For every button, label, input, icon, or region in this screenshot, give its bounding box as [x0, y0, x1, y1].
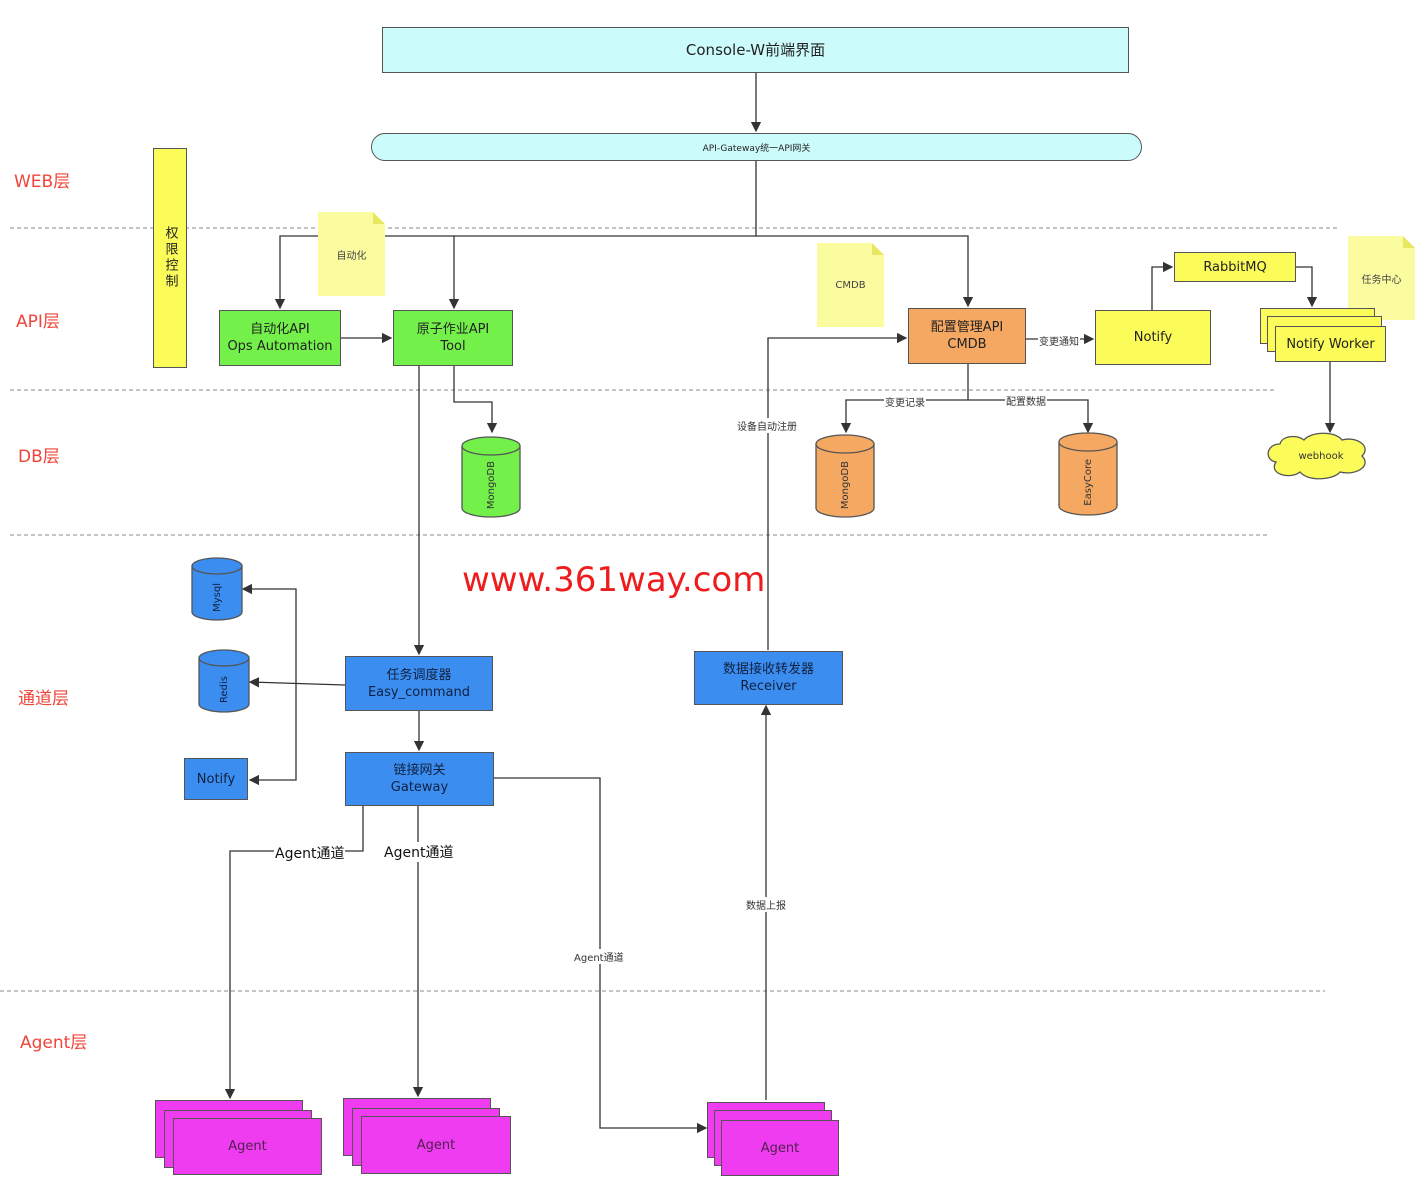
- edge-label-agent-channel-1: Agent通道: [274, 843, 346, 863]
- layer-dividers: [0, 227, 1340, 992]
- webhook-label-wrap: webhook: [1290, 448, 1352, 464]
- link-gateway[interactable]: 链接网关 Gateway: [345, 752, 494, 806]
- tool-title: 原子作业API: [416, 322, 490, 337]
- agent-2[interactable]: Agent: [361, 1116, 511, 1174]
- edge-label-device-register: 设备自动注册: [736, 418, 798, 433]
- permission-control[interactable]: 权限控制: [153, 148, 187, 368]
- task-scheduler[interactable]: 任务调度器 Easy_command: [345, 656, 493, 711]
- link-gateway-subtitle: Gateway: [390, 780, 449, 795]
- db-easycore-label-wrap: EasyCore: [1059, 452, 1117, 512]
- note-task-center-text: 任务中心: [1361, 274, 1402, 286]
- channel-notify[interactable]: Notify: [184, 758, 248, 800]
- console-label: Console-W前端界面: [685, 40, 826, 59]
- notify-api[interactable]: Notify: [1095, 310, 1211, 365]
- ops-automation-api[interactable]: 自动化API Ops Automation: [219, 310, 341, 366]
- note-automation-text: 自动化: [336, 250, 367, 262]
- db-mongodb-cmdb: [815, 434, 875, 518]
- db-mongodb-tool-label-wrap: MongoDB: [462, 455, 520, 515]
- rabbitmq-label: RabbitMQ: [1203, 259, 1267, 275]
- db-redis-label-wrap: Redis: [199, 666, 249, 712]
- console-frontend[interactable]: Console-W前端界面: [382, 27, 1129, 73]
- notify-worker-label: Notify Worker: [1286, 336, 1375, 352]
- data-receiver-subtitle: Receiver: [740, 679, 797, 694]
- notify-api-label: Notify: [1133, 330, 1173, 345]
- db-mongodb-cmdb-label-wrap: MongoDB: [816, 455, 874, 515]
- connector-lines: [224, 73, 1336, 1134]
- agent-2-label: Agent: [416, 1137, 456, 1153]
- db-mysql-label-wrap: Mysql: [192, 574, 242, 620]
- edge-label-agent-channel-2: Agent通道: [383, 842, 455, 862]
- db-mongodb-cmdb-label: MongoDB: [839, 460, 851, 510]
- agent-1[interactable]: Agent: [173, 1118, 322, 1175]
- api-gateway[interactable]: API-Gateway统一API网关: [371, 133, 1142, 161]
- db-redis-label: Redis: [218, 675, 230, 703]
- db-mongodb-tool-label: MongoDB: [485, 460, 497, 510]
- layer-label-web: WEB层: [14, 172, 71, 192]
- tool-subtitle: Tool: [440, 339, 466, 354]
- data-receiver-title: 数据接收转发器: [722, 662, 814, 677]
- agent-3[interactable]: Agent: [721, 1120, 839, 1176]
- db-mysql: [191, 557, 243, 621]
- db-easycore-label: EasyCore: [1082, 458, 1094, 506]
- note-task-center: 任务中心: [1348, 236, 1415, 320]
- channel-notify-label: Notify: [196, 771, 236, 787]
- note-cmdb-text: CMDB: [835, 279, 866, 291]
- edge-label-change-record: 变更记录: [884, 394, 926, 409]
- data-receiver[interactable]: 数据接收转发器 Receiver: [694, 651, 843, 705]
- db-mysql-label: Mysql: [211, 582, 223, 612]
- edge-label-data-report: 数据上报: [745, 897, 787, 912]
- layer-label-channel: 通道层: [18, 689, 69, 709]
- layer-label-api: API层: [16, 312, 60, 332]
- api-gateway-label: API-Gateway统一API网关: [702, 143, 811, 154]
- note-cmdb: CMDB: [817, 243, 884, 327]
- ops-automation-title: 自动化API: [250, 322, 310, 337]
- webhook-cloud: [1267, 432, 1366, 480]
- task-scheduler-title: 任务调度器: [386, 667, 452, 683]
- cmdb-api-title: 配置管理API: [930, 320, 1004, 335]
- rabbitmq[interactable]: RabbitMQ: [1174, 252, 1296, 282]
- edge-label-change-notify: 变更通知: [1038, 333, 1080, 348]
- agent-3-label: Agent: [760, 1140, 800, 1156]
- agent-1-label: Agent: [228, 1139, 267, 1154]
- ops-automation-subtitle: Ops Automation: [227, 339, 333, 354]
- db-redis: [198, 649, 250, 713]
- webhook-label: webhook: [1298, 450, 1344, 462]
- edge-label-agent-channel-3: Agent通道: [573, 949, 625, 964]
- layer-label-agent: Agent层: [20, 1033, 88, 1053]
- permission-label: 权限控制: [162, 226, 178, 290]
- task-scheduler-subtitle: Easy_command: [367, 684, 471, 700]
- layer-label-db: DB层: [18, 447, 60, 467]
- tool-api[interactable]: 原子作业API Tool: [393, 310, 513, 366]
- cmdb-api-subtitle: CMDB: [947, 337, 987, 352]
- link-gateway-title: 链接网关: [393, 763, 446, 778]
- note-automation: 自动化: [318, 212, 385, 296]
- cmdb-api[interactable]: 配置管理API CMDB: [908, 308, 1026, 364]
- edge-label-config-data: 配置数据: [1005, 393, 1047, 408]
- watermark: www.361way.com: [462, 560, 766, 600]
- db-mongodb-tool: [461, 436, 521, 518]
- notify-worker[interactable]: Notify Worker: [1275, 326, 1386, 362]
- db-easycore: [1058, 432, 1118, 516]
